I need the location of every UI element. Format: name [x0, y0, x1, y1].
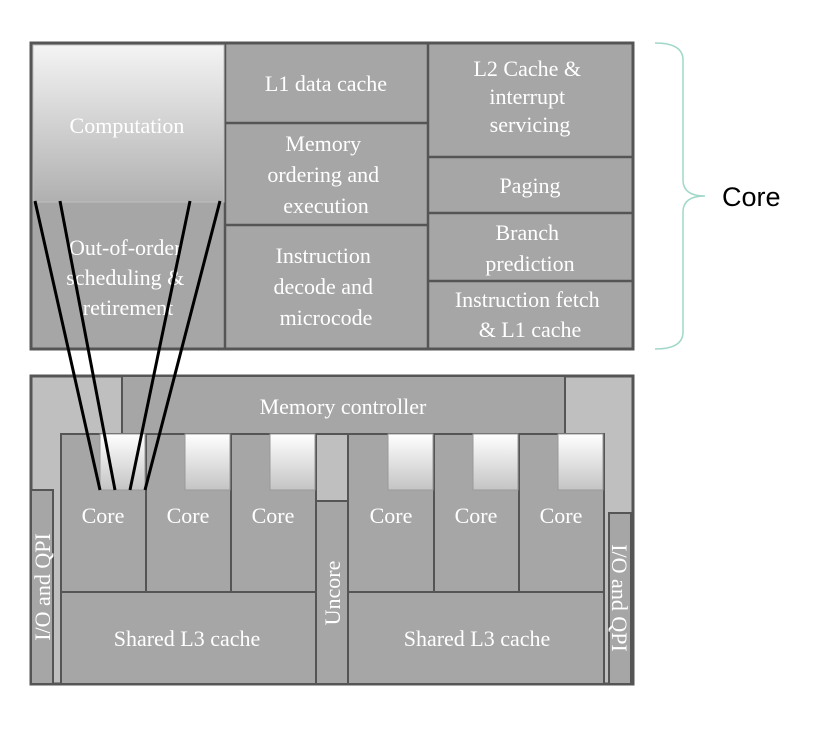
- branch-prediction-label: Branch prediction: [485, 220, 574, 276]
- core-computation-box-2: [184, 433, 231, 491]
- zoom-funnel-lines: [33, 200, 222, 491]
- core-label-1: Core: [82, 503, 125, 528]
- memory-controller-label: Memory controller: [260, 394, 427, 419]
- computation-box: [32, 44, 225, 203]
- shared-l3-label-left: Shared L3 cache: [114, 626, 261, 651]
- io-qpi-box-left: [30, 489, 54, 685]
- io-qpi-label-left: I/O and QPI: [30, 533, 55, 641]
- core-computation-box-5: [472, 433, 519, 491]
- chip-block: Memory controller Core Core Core Core Co…: [29, 374, 635, 686]
- core-label-4: Core: [370, 503, 413, 528]
- io-qpi-box-right: [608, 512, 632, 685]
- core-detail-block: Out-of-order scheduling & retirement Com…: [29, 41, 635, 351]
- l1-data-cache-label: L1 data cache: [265, 71, 387, 96]
- computation-label: Computation: [70, 113, 185, 138]
- paging-label: Paging: [499, 173, 560, 198]
- core-label-5: Core: [455, 503, 498, 528]
- core-label-6: Core: [540, 503, 583, 528]
- bracket-icon: [654, 42, 706, 350]
- io-qpi-label-right: I/O and QPI: [607, 544, 632, 652]
- memory-ordering-label: Memory ordering and execution: [267, 131, 384, 218]
- out-of-order-label: Out-of-order scheduling & retirement: [66, 235, 189, 320]
- core-label-3: Core: [252, 503, 295, 528]
- instruction-decode-label: Instruction decode and microcode: [273, 243, 378, 330]
- core-detail-dividers: [223, 43, 633, 349]
- core-computation-box-4: [387, 433, 434, 491]
- memory-controller-box: [121, 375, 566, 435]
- core-computation-box-3: [269, 433, 316, 491]
- core-bracket-label: Core: [722, 182, 781, 212]
- core-separators: [61, 434, 604, 593]
- uncore-box: [315, 500, 349, 685]
- core-label-2: Core: [167, 503, 210, 528]
- instruction-fetch-label: Instruction fetch & L1 cache: [455, 287, 605, 342]
- uncore-label: Uncore: [320, 561, 345, 626]
- shared-l3-label-right: Shared L3 cache: [404, 626, 551, 651]
- l2-cache-label: L2 Cache & interrupt servicing: [473, 56, 586, 137]
- core-computation-box-6: [557, 433, 604, 491]
- core-bracket: Core: [654, 42, 781, 350]
